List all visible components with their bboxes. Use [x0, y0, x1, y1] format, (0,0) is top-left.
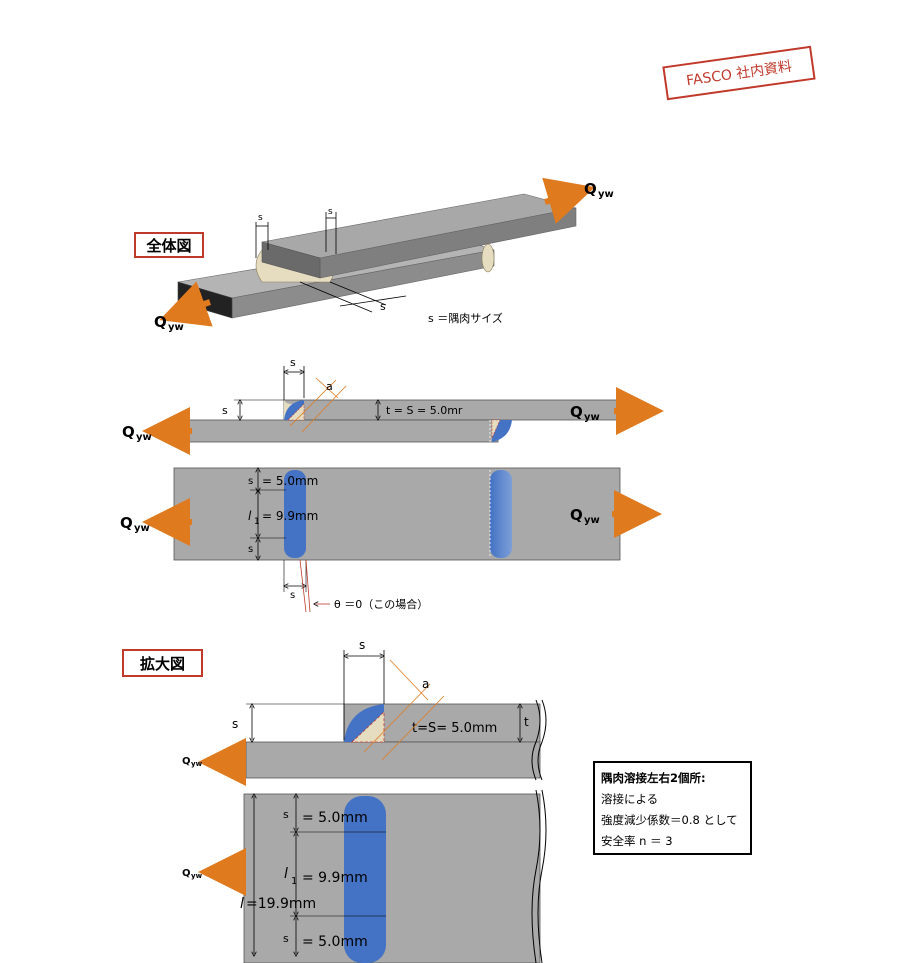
svg-text:= 9.9mm: = 9.9mm	[262, 509, 318, 523]
svg-text:s: s	[232, 717, 238, 731]
enlarged-view-label: 拡大図	[122, 649, 203, 677]
svg-text:yw: yw	[584, 412, 600, 423]
svg-text:s: s	[248, 476, 253, 487]
note-line-3: 強度減少係数＝0.8 として	[601, 813, 738, 827]
svg-text:s: s	[283, 932, 289, 945]
force-label-enlarged-side: Q yw	[182, 756, 203, 768]
svg-text:Q: Q	[120, 514, 133, 532]
svg-text:t: t	[524, 715, 529, 729]
force-label-top-left: Q yw	[120, 514, 150, 534]
svg-text:s: s	[380, 300, 386, 313]
side-lower-plate	[173, 419, 499, 443]
svg-text:yw: yw	[168, 322, 184, 333]
svg-text:l: l	[240, 896, 244, 912]
svg-text:1: 1	[254, 517, 260, 527]
enlarged-top-weld	[344, 796, 386, 963]
enlarged-top-view: s = 5.0mm l 1 = 9.9mm l =19.9mm s = 5.0m…	[198, 789, 547, 963]
svg-text:Q: Q	[154, 313, 167, 331]
overall-view-label: 全体図	[134, 232, 204, 258]
side-view: s s t = S = 5.0mr a	[142, 356, 664, 455]
svg-text:l: l	[284, 866, 288, 882]
force-label-side-right: Q yw	[570, 403, 600, 423]
note-line-4: 安全率 n ＝ 3	[601, 834, 673, 848]
upper-plate-side	[261, 241, 321, 279]
isometric-view: s s s s ＝隅肉サイズ	[159, 177, 596, 327]
top-plate	[173, 467, 621, 561]
top-view: s = 5.0mm l 1 = 9.9mm s s θ ＝0（この場合）	[142, 467, 662, 613]
svg-text:Q: Q	[182, 756, 191, 767]
svg-text:l: l	[248, 509, 252, 523]
force-label-side-left: Q yw	[122, 423, 152, 443]
note-line-1: 隅肉溶接左右2個所:	[601, 771, 706, 785]
svg-text:yw: yw	[598, 189, 614, 200]
svg-text:s: s	[359, 638, 365, 652]
top-weld-left	[284, 470, 306, 558]
svg-text:= 5.0mm: = 5.0mm	[302, 934, 368, 950]
theta-label: θ ＝0（この場合）	[334, 597, 428, 611]
svg-text:= 5.0mm: = 5.0mm	[302, 810, 368, 826]
svg-text:yw: yw	[191, 872, 203, 880]
svg-text:yw: yw	[584, 515, 600, 526]
weld-bead-far	[481, 243, 495, 273]
svg-text:s: s	[258, 213, 263, 223]
svg-text:Q: Q	[182, 868, 191, 879]
side-thickness-label: t = S = 5.0mr	[386, 404, 463, 417]
svg-text:yw: yw	[134, 523, 150, 534]
svg-text:a: a	[422, 677, 429, 691]
enlarged-side-view: s s t t=S= 5.0mm a	[198, 638, 547, 786]
note-line-2: 溶接による	[601, 792, 659, 806]
svg-text:Q: Q	[122, 423, 135, 441]
svg-text:s: s	[248, 544, 253, 555]
svg-text:Q: Q	[584, 180, 597, 198]
force-label-top-right: Q yw	[570, 506, 600, 526]
enlarged-lower-plate	[245, 741, 541, 779]
svg-text:a: a	[326, 380, 333, 393]
svg-text:= 5.0mm: = 5.0mm	[262, 474, 318, 488]
svg-text:s: s	[290, 356, 296, 369]
force-label-3d-left: Q yw	[154, 313, 184, 333]
enlarged-thickness-label: t=S= 5.0mm	[412, 721, 497, 736]
svg-text:Q: Q	[570, 403, 583, 421]
svg-text:s: s	[290, 590, 295, 601]
svg-text:= 9.9mm: = 9.9mm	[302, 870, 368, 886]
force-label-enlarged-top: Q yw	[182, 868, 203, 880]
svg-text:1: 1	[291, 876, 297, 887]
top-weld-right	[490, 470, 512, 558]
force-label-3d-right: Q yw	[584, 180, 614, 200]
enlarged-top-plate	[243, 793, 541, 963]
svg-text:Q: Q	[570, 506, 583, 524]
svg-text:s: s	[328, 207, 333, 217]
fillet-size-caption: s ＝隅肉サイズ	[428, 311, 503, 325]
calculation-note: 隅肉溶接左右2個所: 溶接による 強度減少係数＝0.8 として 安全率 n ＝ …	[593, 761, 752, 855]
svg-text:s: s	[222, 404, 228, 417]
svg-text:=19.9mm: =19.9mm	[246, 896, 316, 912]
svg-text:yw: yw	[136, 432, 152, 443]
svg-text:yw: yw	[191, 760, 203, 768]
svg-text:s: s	[283, 808, 289, 821]
